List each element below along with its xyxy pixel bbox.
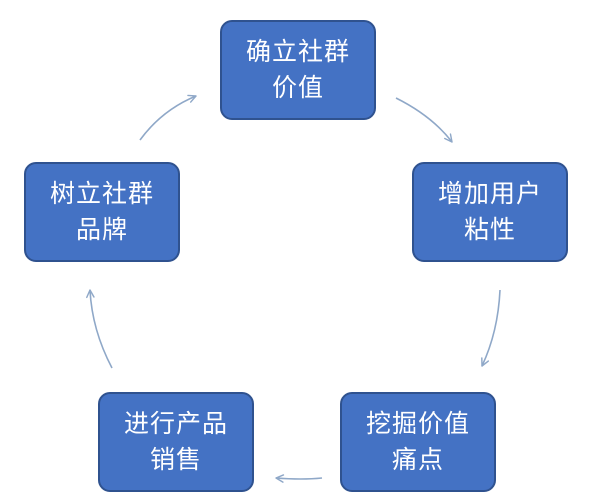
node-label-line2: 销售 xyxy=(149,445,202,474)
node-label-line1: 确立社群 xyxy=(245,37,350,66)
node-label-line1: 进行产品 xyxy=(123,409,228,438)
node-label-line1: 树立社群 xyxy=(49,179,154,208)
node-label-line2: 品牌 xyxy=(75,215,128,244)
node-increase-stickiness: 增加用户 粘性 xyxy=(412,162,568,262)
arrow-establish-to-stickiness xyxy=(395,97,453,143)
arrow-stickiness-to-painpoints xyxy=(481,289,501,367)
node-product-sales: 进行产品 销售 xyxy=(98,392,254,492)
node-label-line1: 挖掘价值 xyxy=(365,409,470,438)
node-label-line2: 痛点 xyxy=(391,445,444,474)
node-dig-pain-points: 挖掘价值 痛点 xyxy=(340,392,496,492)
node-build-brand: 树立社群 品牌 xyxy=(24,162,180,262)
arrow-brand-to-establish xyxy=(139,94,197,141)
arrow-painpoints-to-sales xyxy=(275,474,323,483)
node-label-line2: 价值 xyxy=(271,73,324,102)
node-establish-value: 确立社群 价值 xyxy=(220,20,376,120)
node-label-line2: 粘性 xyxy=(463,215,516,244)
node-label-line1: 增加用户 xyxy=(437,179,542,208)
arrow-sales-to-brand xyxy=(86,289,113,369)
